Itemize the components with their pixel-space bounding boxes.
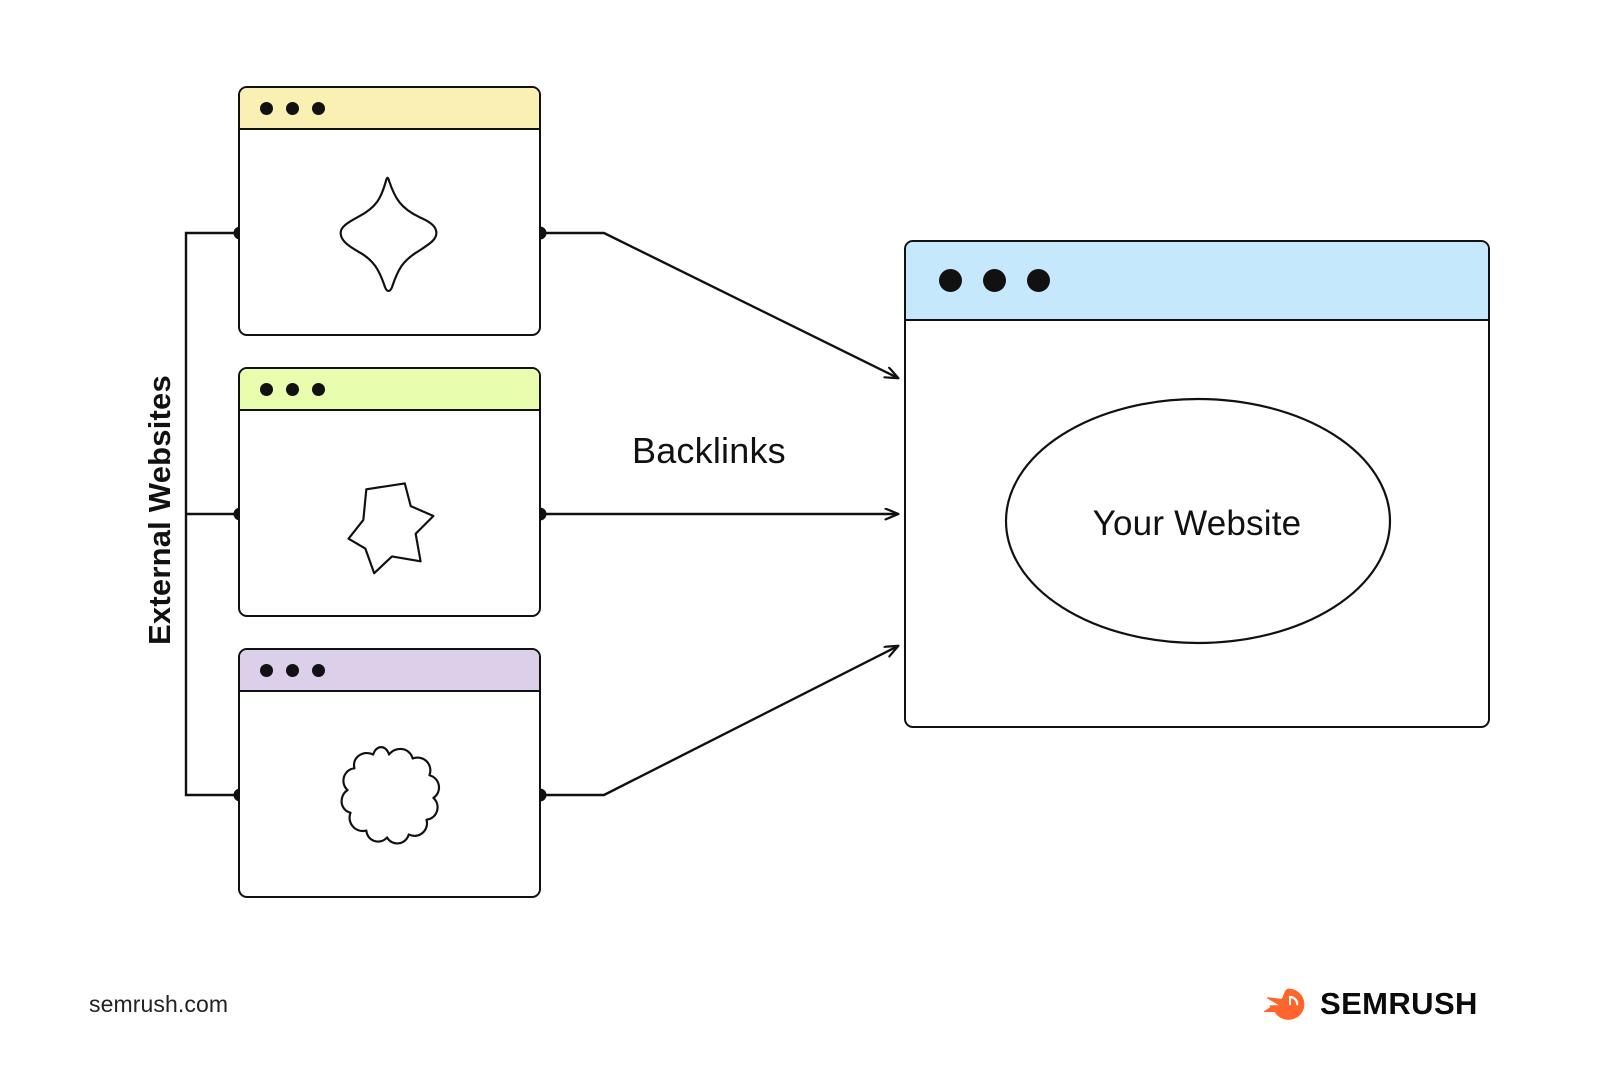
external-website-window-1[interactable]	[238, 86, 541, 336]
window-dot-icon[interactable]	[260, 101, 273, 115]
star-blob-icon	[347, 482, 435, 575]
window-titlebar-1	[240, 88, 539, 130]
main-window-titlebar	[906, 242, 1488, 321]
window-body-1	[240, 130, 539, 334]
main-window-body: Your Website	[906, 321, 1488, 726]
semrush-wordmark: SEMRUSH	[1320, 986, 1478, 1021]
external-website-window-3[interactable]	[238, 648, 541, 898]
window-dot-icon[interactable]	[286, 382, 299, 396]
main-window-controls	[939, 269, 1050, 292]
window-dot-icon[interactable]	[312, 663, 325, 677]
backlink-arrow-3	[533, 646, 899, 802]
window-controls-2	[260, 382, 325, 396]
your-website-label: Your Website	[1092, 504, 1302, 543]
window-dot-icon[interactable]	[260, 382, 273, 396]
window-titlebar-3	[240, 650, 539, 692]
window-dot-icon[interactable]	[939, 269, 962, 292]
backlink-arrow-1	[533, 226, 899, 379]
backlink-arrow-2	[533, 507, 899, 521]
window-dot-icon[interactable]	[983, 269, 1006, 292]
diamond-blob-icon	[339, 176, 438, 293]
semrush-comet-icon	[1264, 988, 1305, 1020]
window-dot-icon[interactable]	[286, 101, 299, 115]
window-controls-1	[260, 101, 325, 115]
window-body-3	[240, 692, 539, 896]
window-titlebar-2	[240, 369, 539, 411]
website-ellipse-shape	[1004, 397, 1392, 645]
footer-source-url: semrush.com	[89, 991, 229, 1017]
window-dot-icon[interactable]	[260, 663, 273, 677]
window-controls-3	[260, 663, 325, 677]
window-dot-icon[interactable]	[312, 382, 325, 396]
semrush-logo: SEMRUSH	[1264, 986, 1478, 1021]
flower-blob-icon	[340, 746, 441, 845]
window-dot-icon[interactable]	[312, 101, 325, 115]
window-dot-icon[interactable]	[286, 663, 299, 677]
window-body-2	[240, 411, 539, 615]
window-dot-icon[interactable]	[1027, 269, 1050, 292]
external-website-window-2[interactable]	[238, 367, 541, 617]
backlinks-label: Backlinks	[632, 430, 786, 471]
your-website-window[interactable]: Your Website	[904, 240, 1490, 728]
external-websites-label: External Websites	[142, 375, 177, 645]
